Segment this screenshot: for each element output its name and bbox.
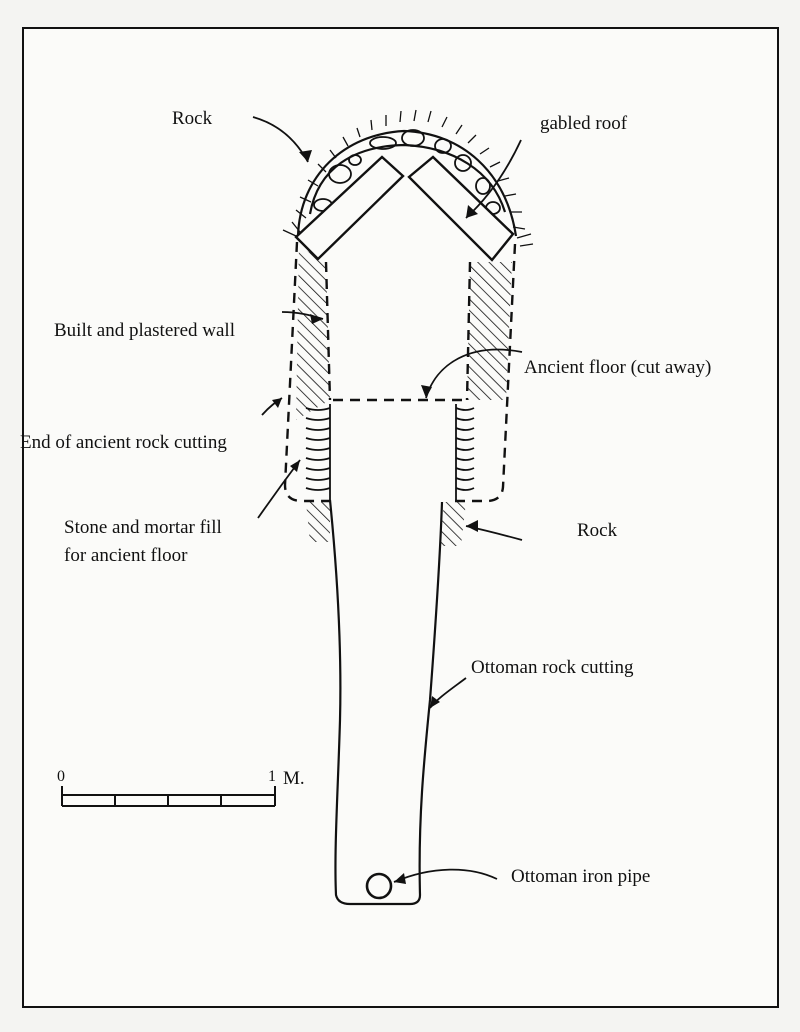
label-gabled-roof: gabled roof bbox=[540, 113, 628, 134]
label-built-wall: Built and plastered wall bbox=[54, 320, 235, 341]
arrow-heads bbox=[272, 150, 478, 884]
built-wall-hatch bbox=[296, 246, 512, 420]
ottoman-rock-cutting bbox=[328, 499, 444, 906]
scale-start-label: 0 bbox=[57, 768, 65, 785]
scale-end-label: 1 bbox=[268, 768, 276, 785]
scale-unit-label: M. bbox=[283, 768, 305, 789]
label-stone-fill-1: Stone and mortar fill bbox=[64, 517, 222, 538]
gabled-roof-slabs bbox=[294, 155, 515, 262]
label-stone-fill-2: for ancient floor bbox=[64, 545, 188, 566]
leader-ottoman-pipe bbox=[393, 868, 498, 883]
label-ottoman-pipe: Ottoman iron pipe bbox=[511, 866, 651, 887]
label-rock-right: Rock bbox=[577, 520, 618, 541]
label-end-cutting: End of ancient rock cutting bbox=[20, 432, 227, 453]
stone-mortar-fill bbox=[305, 404, 475, 500]
leader-rock-top bbox=[252, 116, 309, 163]
scale-bar bbox=[61, 786, 276, 807]
label-ottoman-cutting: Ottoman rock cutting bbox=[471, 657, 634, 678]
rock-hatching-top bbox=[282, 109, 534, 247]
rock-hatching-lower bbox=[306, 502, 466, 546]
figure-frame bbox=[22, 27, 779, 1008]
label-ancient-floor: Ancient floor (cut away) bbox=[524, 357, 712, 378]
ottoman-iron-pipe bbox=[365, 872, 393, 900]
label-rock-top: Rock bbox=[172, 108, 213, 129]
